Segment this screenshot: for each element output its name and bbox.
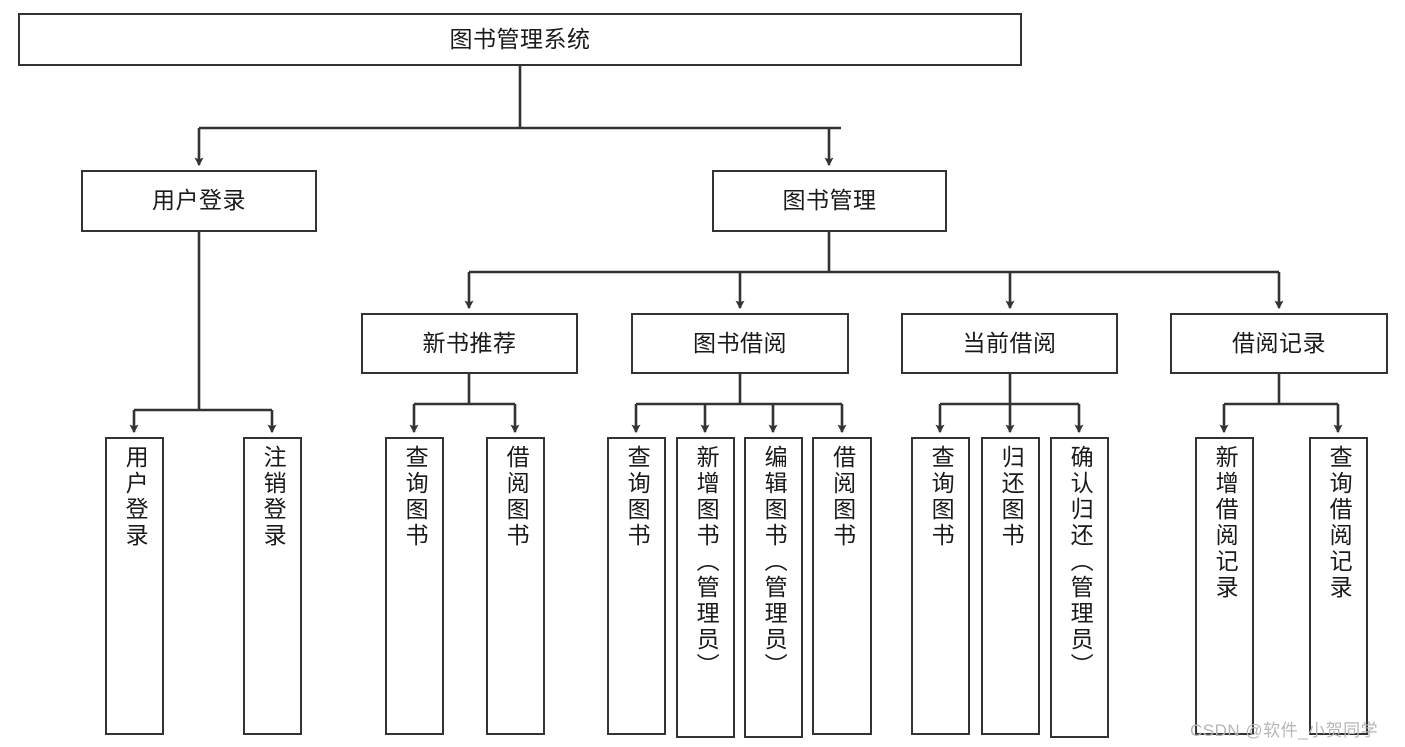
node-leaf-borrow-book-2[interactable]: 借阅图书: [812, 437, 872, 735]
node-book-borrow[interactable]: 图书借阅: [631, 313, 849, 374]
node-leaf-query-record-label: 查询借阅记录: [1326, 445, 1353, 601]
node-leaf-add-record-label: 新增借阅记录: [1212, 445, 1239, 601]
node-leaf-edit-book-label: 编辑图书（管理员）: [761, 445, 788, 679]
node-borrow-record-label: 借阅记录: [1232, 329, 1326, 356]
node-leaf-query-book-2[interactable]: 查询图书: [607, 437, 666, 735]
node-leaf-logout-label: 注销登录: [260, 445, 287, 549]
node-current-borrow-label: 当前借阅: [962, 329, 1057, 356]
node-leaf-add-record[interactable]: 新增借阅记录: [1195, 437, 1254, 735]
node-leaf-query-book-3[interactable]: 查询图书: [911, 437, 970, 735]
node-leaf-query-book-1-label: 查询图书: [402, 445, 429, 549]
node-leaf-query-record[interactable]: 查询借阅记录: [1309, 437, 1368, 735]
node-leaf-confirm-return-label: 确认归还（管理员）: [1067, 445, 1094, 679]
node-leaf-confirm-return[interactable]: 确认归还（管理员）: [1050, 437, 1109, 738]
node-root-label: 图书管理系统: [449, 25, 591, 52]
node-new-book-recommend-label: 新书推荐: [422, 329, 517, 356]
node-leaf-edit-book[interactable]: 编辑图书（管理员）: [744, 437, 803, 738]
node-book-management[interactable]: 图书管理: [712, 170, 947, 232]
node-leaf-return-book-label: 归还图书: [998, 445, 1025, 549]
node-current-borrow[interactable]: 当前借阅: [901, 313, 1118, 374]
node-leaf-query-book-2-label: 查询图书: [624, 445, 651, 549]
node-leaf-logout[interactable]: 注销登录: [243, 437, 302, 735]
node-leaf-query-book-1[interactable]: 查询图书: [385, 437, 444, 735]
node-root[interactable]: 图书管理系统: [18, 13, 1022, 66]
node-leaf-query-book-3-label: 查询图书: [928, 445, 955, 549]
node-leaf-user-login[interactable]: 用户登录: [105, 437, 164, 735]
node-user-login[interactable]: 用户登录: [81, 170, 317, 232]
node-leaf-add-book-label: 新增图书（管理员）: [693, 445, 720, 679]
node-new-book-recommend[interactable]: 新书推荐: [361, 313, 578, 374]
node-leaf-borrow-book-2-label: 借阅图书: [829, 445, 856, 549]
node-leaf-borrow-book-1[interactable]: 借阅图书: [486, 437, 545, 735]
node-user-login-label: 用户登录: [152, 187, 246, 214]
node-leaf-return-book[interactable]: 归还图书: [981, 437, 1040, 735]
node-borrow-record[interactable]: 借阅记录: [1170, 313, 1388, 374]
node-leaf-user-login-label: 用户登录: [122, 445, 149, 549]
node-leaf-add-book[interactable]: 新增图书（管理员）: [676, 437, 735, 738]
node-leaf-borrow-book-1-label: 借阅图书: [503, 445, 530, 549]
node-book-management-label: 图书管理: [782, 187, 877, 214]
node-book-borrow-label: 图书借阅: [693, 329, 787, 356]
